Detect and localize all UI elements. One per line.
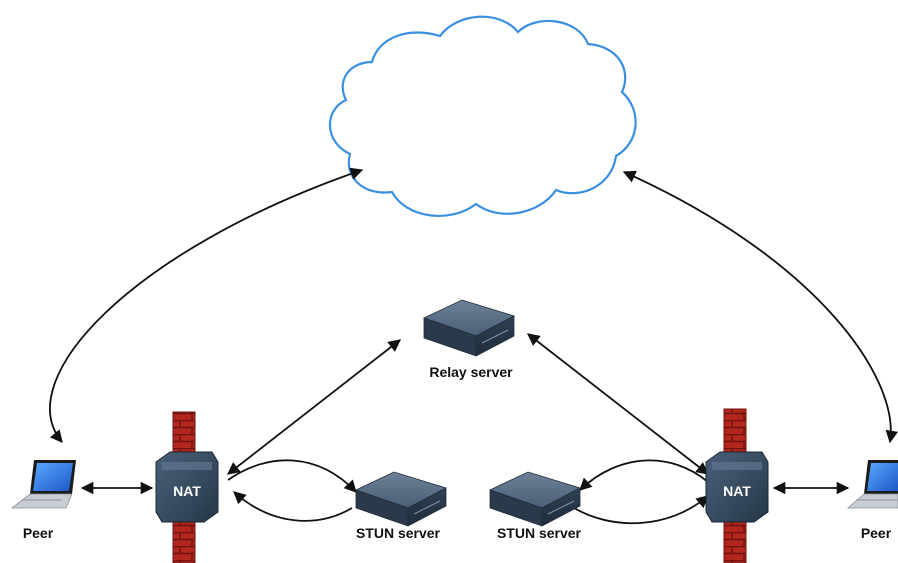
right-stun-server-label: STUN server: [497, 525, 582, 541]
left-nat-to-stun-arrow: [227, 459, 357, 493]
right-nat-label: NAT: [723, 483, 751, 499]
left-nat-label: NAT: [173, 483, 201, 499]
internet-cloud-icon: [328, 15, 637, 217]
right-stun-to-nat-arrow: [573, 495, 709, 525]
right-nat-to-stun-arrow: [579, 459, 709, 491]
right-peer: Peer: [846, 460, 898, 541]
right-peer-label: Peer: [861, 525, 892, 541]
server-icon: [488, 471, 582, 527]
relay-server: Relay server: [422, 299, 516, 380]
right-stun-server: STUN server: [488, 471, 582, 541]
left-nat-router: NAT: [155, 451, 219, 523]
server-icon: [422, 299, 516, 357]
right-nat-router: NAT: [705, 451, 769, 523]
left-peer: Peer: [10, 460, 76, 541]
left-stun-server-label: STUN server: [356, 525, 441, 541]
right-nat-to-relay-arrow: [527, 333, 709, 475]
left-stun-server: STUN server: [354, 471, 448, 541]
left-stun-to-nat-arrow: [233, 491, 353, 522]
left-peer-label: Peer: [23, 525, 54, 541]
relay-server-label: Relay server: [429, 364, 513, 380]
laptop-icon: [846, 460, 898, 509]
left-nat-to-relay-arrow: [227, 339, 401, 475]
cloud-to-left-peer-arrow: [49, 167, 364, 443]
server-icon: [354, 471, 448, 527]
laptop-icon: [10, 460, 76, 509]
cloud-to-right-peer-arrow: [622, 170, 898, 444]
